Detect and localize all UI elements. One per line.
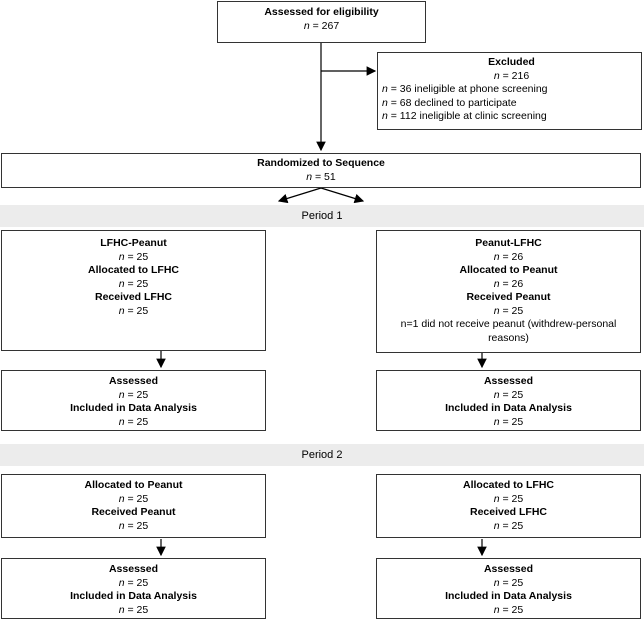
arrow-right-branch <box>320 187 365 204</box>
randomized-title: Randomized to Sequence <box>257 157 385 169</box>
assessed-n: n = 25 <box>493 388 524 401</box>
included-n: n = 25 <box>493 603 524 616</box>
excluded-declined: n = 68 declined to participate <box>382 96 517 109</box>
included-label: Included in Data Analysis <box>70 402 197 414</box>
lfhc-peanut-title: LFHC-Peanut <box>100 237 167 249</box>
received-peanut-n: n = 25 <box>493 304 524 317</box>
allocated-peanut-label: Allocated to Peanut <box>459 264 558 276</box>
peanut-lfhc-box: Peanut-LFHC n = 26 Allocated to Peanut n… <box>376 230 641 353</box>
peanut-lfhc-n: n = 26 <box>493 250 524 263</box>
period-2-band: Period 2 <box>0 444 644 466</box>
allocated-n: n = 25 <box>118 492 149 505</box>
lfhc-peanut-n: n = 25 <box>118 250 149 263</box>
included-label: Included in Data Analysis <box>445 590 572 602</box>
lfhc-peanut-box: LFHC-Peanut n = 25 Allocated to LFHC n =… <box>1 230 266 351</box>
assessed-label: Assessed <box>483 563 534 575</box>
received-label: Received LFHC <box>469 506 548 518</box>
excluded-title: Excluded <box>488 56 535 68</box>
excluded-clinic: n = 112 ineligible at clinic screening <box>382 110 547 122</box>
assessed-label: Assessed <box>483 375 534 387</box>
received-lfhc-label: Received LFHC <box>94 291 173 303</box>
allocated-label: Allocated to Peanut <box>84 479 183 491</box>
assessed-eligibility-box: Assessed for eligibility n = 267 <box>217 1 426 43</box>
included-label: Included in Data Analysis <box>70 590 197 602</box>
assessed-label: Assessed <box>108 563 159 575</box>
allocated-lfhc-p2-box: Allocated to LFHC n = 25 Received LFHC n… <box>376 474 641 538</box>
allocated-lfhc-n: n = 25 <box>118 277 149 290</box>
withdrew-note: n=1 did not receive peanut (withdrew-per… <box>400 318 617 344</box>
randomized-box: Randomized to Sequence n = 51 <box>1 153 641 188</box>
assessed-n: n = 25 <box>118 388 149 401</box>
excluded-phone: n = 36 ineligible at phone screening <box>382 83 548 95</box>
included-n: n = 25 <box>118 603 149 616</box>
assessed-count: n = 267 <box>303 19 340 32</box>
included-n: n = 25 <box>118 415 149 428</box>
allocated-label: Allocated to LFHC <box>463 479 554 491</box>
received-n: n = 25 <box>118 519 149 532</box>
assessed-n: n = 25 <box>493 576 524 589</box>
assessed-n: n = 25 <box>118 576 149 589</box>
allocated-peanut-n: n = 26 <box>493 277 524 290</box>
randomized-count: n = 51 <box>306 170 336 183</box>
allocated-lfhc-label: Allocated to LFHC <box>88 264 179 276</box>
excluded-count: n = 216 <box>493 69 530 82</box>
assessed-title: Assessed for eligibility <box>264 6 379 18</box>
allocated-peanut-p2-box: Allocated to Peanut n = 25 Received Pean… <box>1 474 266 538</box>
peanut-lfhc-title: Peanut-LFHC <box>475 237 542 249</box>
assessed-box-left-p2: Assessed n = 25 Included in Data Analysi… <box>1 558 266 619</box>
excluded-box: Excluded n = 216 n = 36 ineligible at ph… <box>377 52 642 130</box>
received-peanut-label: Received Peanut <box>466 291 551 303</box>
received-n: n = 25 <box>493 519 524 532</box>
included-n: n = 25 <box>493 415 524 428</box>
received-lfhc-n: n = 25 <box>118 304 149 317</box>
arrow-left-branch <box>277 187 322 204</box>
period-1-band: Period 1 <box>0 205 644 227</box>
assessed-box-right-p1: Assessed n = 25 Included in Data Analysi… <box>376 370 641 431</box>
assessed-label: Assessed <box>108 375 159 387</box>
received-label: Received Peanut <box>91 506 176 518</box>
assessed-box-right-p2: Assessed n = 25 Included in Data Analysi… <box>376 558 641 619</box>
allocated-n: n = 25 <box>493 492 524 505</box>
included-label: Included in Data Analysis <box>445 402 572 414</box>
assessed-box-left-p1: Assessed n = 25 Included in Data Analysi… <box>1 370 266 431</box>
